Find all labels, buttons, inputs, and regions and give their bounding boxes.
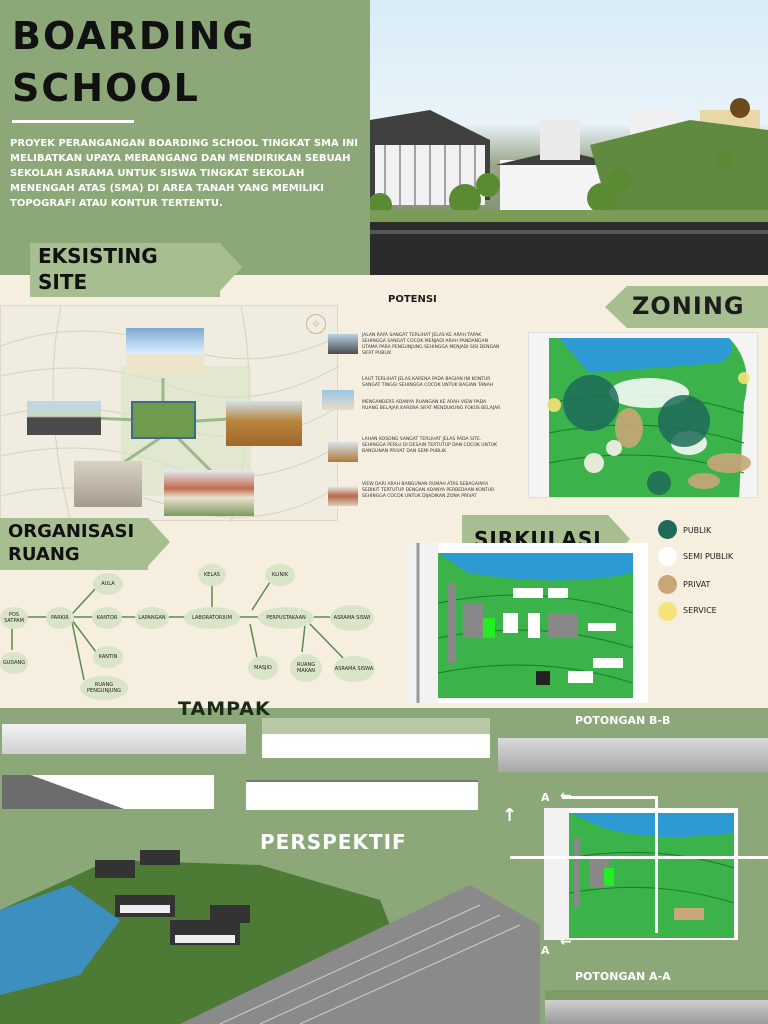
legend-label-semi-publik: SEMI PUBLIK xyxy=(683,552,734,561)
node-kantin: KANTIN xyxy=(93,646,123,668)
sirkulasi-site-plan xyxy=(408,543,634,703)
page-title-line2: SCHOOL xyxy=(12,66,200,110)
legend-label-service: SERVICE xyxy=(683,606,717,615)
organisasi-arrows xyxy=(11,581,346,681)
section-aa xyxy=(545,990,768,1024)
potensi-thumb-4 xyxy=(328,486,358,506)
hero-render xyxy=(370,0,768,275)
potensi-thumb-2 xyxy=(322,390,354,410)
legend-swatch-service xyxy=(658,602,677,621)
node-gudang: GUDANG xyxy=(0,652,28,674)
existing-site-photo-field xyxy=(226,401,302,446)
existing-site-map: ✧ xyxy=(0,305,340,523)
section-bb xyxy=(498,738,768,772)
node-perpustakaan: PERPUSTAKAAN xyxy=(258,607,314,629)
zoning-map xyxy=(528,332,758,498)
section-line-horizontal xyxy=(510,856,768,859)
legend: PUBLIK SEMI PUBLIK PRIVAT SERVICE xyxy=(658,520,768,630)
potensi-item-3: MENGANDERS ADANYA RUANGAN KE ARAH VIEW P… xyxy=(362,400,501,411)
elevation-1 xyxy=(2,724,246,754)
elevation-3 xyxy=(2,775,214,809)
potensi-item-1: JALAN RAYA SANGAT TERLIHAT JELAS KE ARAH… xyxy=(362,333,500,356)
section-marker-a-top: A xyxy=(541,791,550,804)
hero-illustration xyxy=(370,98,768,275)
potensi-item-5: VIEW DARI ARAH BANGUNAN RUMAH ATAS SEBAG… xyxy=(362,482,495,499)
elevation-4 xyxy=(246,780,478,810)
potongan-bb-heading: POTONGAN B-B xyxy=(575,714,671,727)
section-marker-a-bottom: A xyxy=(541,944,550,957)
section-line-top xyxy=(562,796,658,799)
header-panel xyxy=(0,0,370,275)
organisasi-diagram: POS SATPAM GUDANG PARKIR AULA KANTOR KAN… xyxy=(0,564,385,700)
section-line-vertical xyxy=(655,798,658,933)
organisasi-heading: ORGANISASI RUANG xyxy=(0,518,170,570)
zoning-heading: ZONING xyxy=(632,292,745,320)
legend-swatch-publik xyxy=(658,520,677,539)
existing-site-heading: EKSISTING SITE xyxy=(30,243,242,297)
node-klinik: KLINIK xyxy=(265,564,295,586)
existing-site-photo-center xyxy=(131,401,196,439)
node-kantor: KANTOR xyxy=(92,607,122,629)
perspective-render xyxy=(0,845,540,1024)
potongan-aa-keyplan xyxy=(544,808,738,940)
legend-swatch-privat xyxy=(658,575,677,594)
compass-icon: ✧ xyxy=(306,314,326,334)
node-parkir: PARKIR xyxy=(46,607,74,629)
existing-site-photo-road xyxy=(27,401,101,435)
potensi-heading: POTENSI xyxy=(388,294,437,305)
zoning-heading-bg xyxy=(605,286,768,328)
legend-label-publik: PUBLIK xyxy=(683,526,712,535)
project-description: PROYEK PERANGANGAN BOARDING SCHOOL TINGK… xyxy=(10,138,359,209)
node-masjid: MASJID xyxy=(248,656,278,680)
node-ruang-pengunjung: RUANG PENGUNJUNG xyxy=(80,676,128,700)
title-underline xyxy=(12,120,134,123)
node-aula: AULA xyxy=(93,573,123,595)
legend-swatch-semi-publik xyxy=(658,547,677,566)
sirkulasi-map xyxy=(408,543,648,703)
perspektif-heading: PERSPEKTIF xyxy=(260,830,407,854)
arrow-a-top-icon: ← xyxy=(560,788,572,804)
arrow-up-icon: ↑ xyxy=(502,805,518,826)
potensi-thumb-3 xyxy=(328,442,358,462)
keyplan-site xyxy=(544,808,735,940)
node-laboratorium: LABORATORIUM xyxy=(184,607,240,629)
arrow-a-bottom-icon: ← xyxy=(560,934,572,950)
node-pos-satpam: POS SATPAM xyxy=(0,607,28,629)
potensi-item-2: LAUT TERLIHAT JELAS KARENA PADA BAGIAN I… xyxy=(362,377,494,388)
zoning-site-plan xyxy=(529,333,757,497)
legend-label-privat: PRIVAT xyxy=(683,580,711,589)
elevation-2 xyxy=(262,718,490,758)
node-ruang-makan: RUANG MAKAN xyxy=(290,654,322,682)
potongan-aa-heading: POTONGAN A-A xyxy=(575,970,671,983)
node-asrama-siswi: ASRAMA SISWI xyxy=(330,605,374,631)
existing-site-photo-house xyxy=(164,470,254,516)
node-asrama-siswa: ASRAMA SISWA xyxy=(333,656,375,682)
existing-site-photo-beach xyxy=(126,328,204,374)
page-title-line1: BOARDING xyxy=(12,14,256,58)
node-kelas: KELAS xyxy=(198,564,226,586)
perspective-illustration xyxy=(0,850,540,1024)
potensi-item-4: LAHAN KOSONG SANGAT TERLIHAT JELAS PADA … xyxy=(362,437,497,454)
tampak-heading: TAMPAK xyxy=(178,698,271,720)
existing-site-photo-hall xyxy=(74,461,142,507)
potensi-thumb-1 xyxy=(328,334,358,354)
node-lapangan: LAPANGAN xyxy=(135,607,169,629)
